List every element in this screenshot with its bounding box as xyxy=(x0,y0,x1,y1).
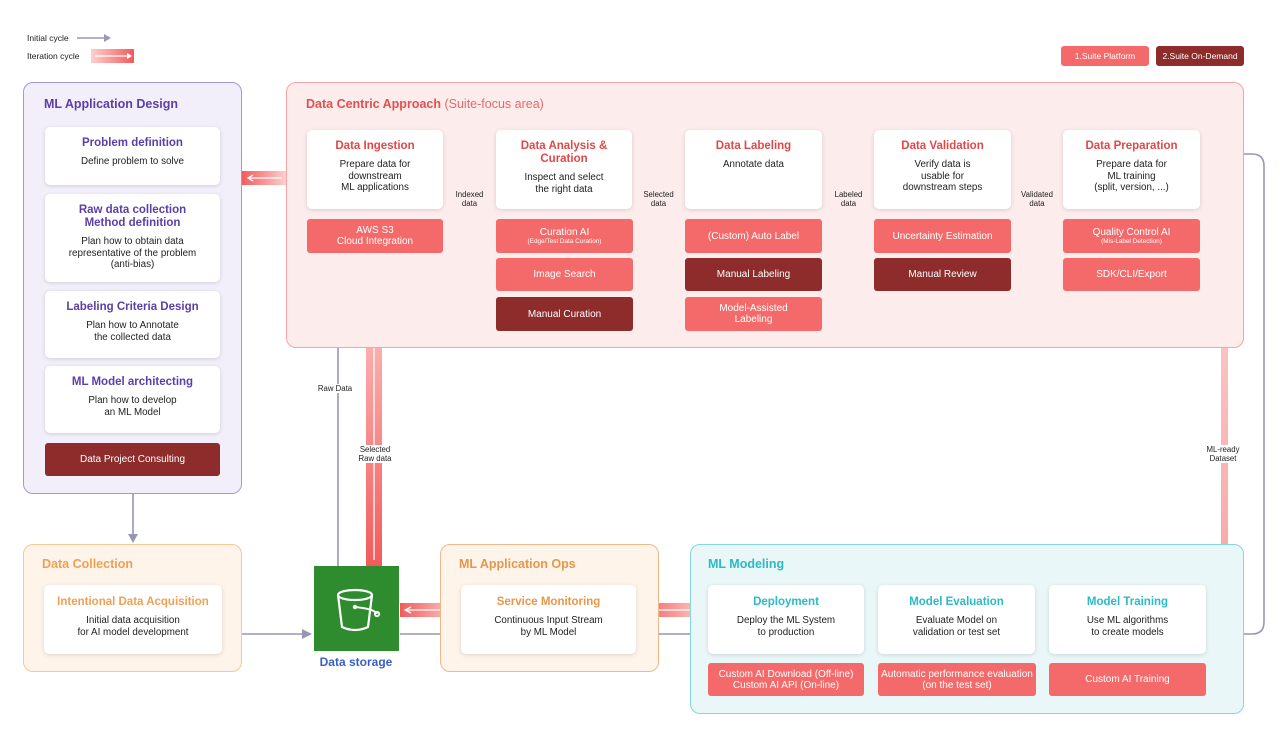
data-storage-icon[interactable] xyxy=(314,566,399,651)
card-desc: Evaluate Model on validation or test set xyxy=(912,615,1001,638)
arrow-to-collection xyxy=(128,534,138,543)
aws-s3-integration-button[interactable]: AWS S3 Cloud Integration xyxy=(307,219,443,253)
legend-iteration-label: Iteration cycle xyxy=(27,51,80,61)
card-desc: Use ML algorithms to create models xyxy=(1086,615,1169,638)
data-centric-approach-title: Data Centric Approach (Suite-focus area) xyxy=(306,97,544,111)
manual-labeling-button[interactable]: Manual Labeling xyxy=(685,258,822,291)
card-desc: Deploy the ML System to production xyxy=(736,615,836,638)
card-title: Model Evaluation xyxy=(909,596,1004,608)
data-validation-card: Data Validation Verify data is usable fo… xyxy=(874,130,1011,209)
card-title: Model Training xyxy=(1086,596,1169,608)
ml-modeling-title: ML Modeling xyxy=(708,557,785,571)
card-title: Data Preparation xyxy=(1085,140,1178,152)
selected-raw-data-label: Selected Raw data xyxy=(352,445,398,463)
card-desc: Initial data acquisition for AI model de… xyxy=(77,615,189,638)
auto-label-button[interactable]: (Custom) Auto Label xyxy=(685,219,822,253)
ml-application-design-title: ML Application Design xyxy=(44,97,179,111)
arrow-to-storage xyxy=(302,629,312,639)
card-title: Labeling Criteria Design xyxy=(66,301,199,313)
manual-curation-button[interactable]: Manual Curation xyxy=(496,297,633,331)
data-analysis-curation-card: Data Analysis & Curation Inspect and sel… xyxy=(496,130,632,209)
card-desc: Prepare data for ML training (split, ver… xyxy=(1094,159,1169,193)
bucket-icon xyxy=(336,588,380,631)
quality-control-ai-button[interactable]: Quality Control AI (Mis-Label Detection) xyxy=(1063,219,1200,253)
card-title: Data Labeling xyxy=(715,140,792,152)
card-title: Intentional Data Acquisition xyxy=(57,596,209,608)
card-title: Problem definition xyxy=(82,137,183,149)
data-collection-title: Data Collection xyxy=(42,557,133,571)
intentional-data-acquisition-card: Intentional Data Acquisition Initial dat… xyxy=(44,585,222,654)
raw-data-collection-card: Raw data collection Method definition Pl… xyxy=(45,194,220,282)
service-monitoring-card: Service Monitoring Continuous Input Stre… xyxy=(461,585,636,654)
custom-ai-training-button[interactable]: Custom AI Training xyxy=(1049,663,1206,696)
card-title: ML Model architecting xyxy=(71,376,194,388)
ml-ready-dataset-label: ML-ready Dataset xyxy=(1200,445,1246,463)
model-training-card: Model Training Use ML algorithms to crea… xyxy=(1049,585,1206,654)
automatic-performance-evaluation-button[interactable]: Automatic performance evaluation (on the… xyxy=(878,663,1036,696)
legend-initial-arrow xyxy=(77,34,111,42)
data-project-consulting-button[interactable]: Data Project Consulting xyxy=(45,443,220,476)
card-title: Raw data collection Method definition xyxy=(78,204,187,229)
custom-ai-download-api-button[interactable]: Custom AI Download (Off-line) Custom AI … xyxy=(708,663,864,696)
labeling-criteria-card: Labeling Criteria Design Plan how to Ann… xyxy=(45,291,220,358)
image-search-button[interactable]: Image Search xyxy=(496,258,633,291)
legend-suite-platform-badge: 1.Suite Platform xyxy=(1061,46,1149,66)
model-assisted-labeling-button[interactable]: Model-Assisted Labeling xyxy=(685,297,822,331)
deployment-card: Deployment Deploy the ML System to produ… xyxy=(708,585,864,654)
selected-data-label: Selected data xyxy=(643,190,674,208)
ml-application-ops-title: ML Application Ops xyxy=(459,557,576,571)
card-desc: Annotate data xyxy=(722,159,784,170)
model-evaluation-card: Model Evaluation Evaluate Model on valid… xyxy=(878,585,1035,654)
raw-data-label: Raw Data xyxy=(312,384,358,393)
curation-ai-button[interactable]: Curation AI (Edge/Test Data Curation) xyxy=(496,219,633,253)
card-desc: Plan how to obtain data representative o… xyxy=(68,236,197,270)
card-title: Data Ingestion xyxy=(335,140,415,152)
legend-iteration-arrow xyxy=(91,49,134,63)
indexed-data-label: Indexed data xyxy=(455,190,484,208)
card-title: Data Validation xyxy=(901,140,984,152)
card-title: Service Monitoring xyxy=(496,596,601,608)
legend-suite-on-demand-badge: 2.Suite On-Demand xyxy=(1156,46,1244,66)
card-title: Data Analysis & Curation xyxy=(520,140,608,165)
card-desc: Continuous Input Stream by ML Model xyxy=(494,615,603,638)
labeled-data-label: Labeled data xyxy=(834,190,863,208)
problem-definition-card: Problem definition Define problem to sol… xyxy=(45,127,220,185)
legend-initial-label: Initial cycle xyxy=(27,33,69,43)
data-storage-label: Data storage xyxy=(319,655,393,669)
manual-review-button[interactable]: Manual Review xyxy=(874,258,1011,291)
card-desc: Verify data is usable for downstream ste… xyxy=(902,159,983,193)
card-desc: Inspect and select the right data xyxy=(524,172,604,195)
card-desc: Plan how to Annotate the collected data xyxy=(86,320,179,343)
uncertainty-estimation-button[interactable]: Uncertainty Estimation xyxy=(874,219,1011,253)
data-ingestion-card: Data Ingestion Prepare data for downstre… xyxy=(307,130,443,209)
card-desc: Define problem to solve xyxy=(81,156,184,167)
card-desc: Prepare data for downstream ML applicati… xyxy=(339,159,411,193)
card-desc: Plan how to develop an ML Model xyxy=(88,395,177,418)
data-preparation-card: Data Preparation Prepare data for ML tra… xyxy=(1063,130,1200,209)
data-labeling-card: Data Labeling Annotate data xyxy=(685,130,822,209)
validated-data-label: Validated data xyxy=(1021,190,1053,208)
ml-model-architecting-card: ML Model architecting Plan how to develo… xyxy=(45,366,220,433)
sdk-cli-export-button[interactable]: SDK/CLI/Export xyxy=(1063,258,1200,291)
card-title: Deployment xyxy=(753,596,819,608)
